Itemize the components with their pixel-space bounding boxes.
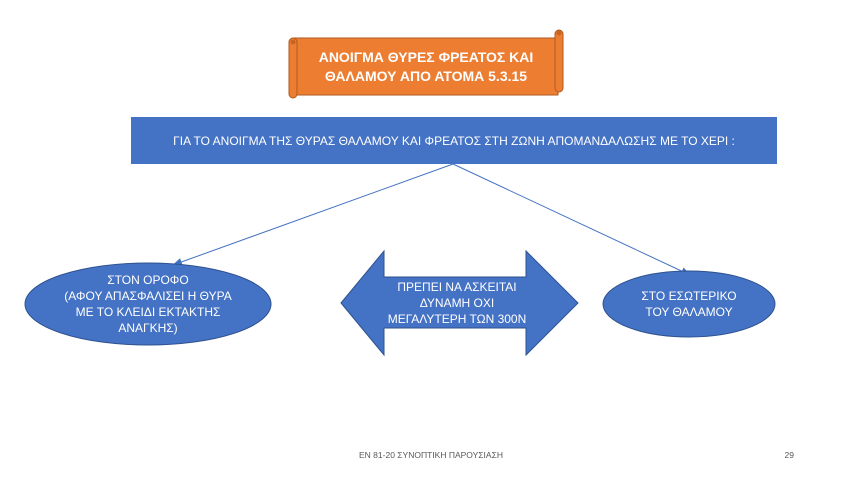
page-number: 29 [784, 450, 794, 460]
right-node-line-2: ΤΟΥ ΘΑΛΑΜΟΥ [645, 305, 733, 319]
center-node-line-2: ΔΥΝΑΜΗ ΟΧΙ [419, 296, 495, 310]
right-node-line-1: ΣΤΟ ΕΣΩΤΕΡΙΚΟ [641, 289, 737, 303]
footer-title: ΕΝ 81-20 ΣΥΝΟΠΤΙΚΗ ΠΑΡΟΥΣΙΑΣΗ [359, 450, 503, 460]
right-node-shape [602, 270, 776, 338]
center-node-text: ΠΡΕΠΕΙ ΝΑ ΑΣΚΕΙΤΑΙ ΔΥΝΑΜΗ ΟΧΙ ΜΕΓΑΛΥΤΕΡΗ… [372, 277, 542, 329]
left-node-line-2: (ΑΦΟΥ ΑΠΑΣΦΑΛΙΣΕΙ Η ΘΥΡΑ [64, 289, 232, 303]
title-line-1: ΑΝΟΙΓΜΑ ΘΥΡΕΣ ΦΡΕΑΤΟΣ ΚΑΙ [318, 49, 534, 65]
title-scroll [288, 29, 564, 99]
left-node-shape [24, 262, 272, 346]
connector-right [452, 163, 691, 276]
left-node-line-1: ΣΤΟΝ ΟΡΟΦΟ [107, 273, 189, 287]
center-node-line-1: ΠΡΕΠΕΙ ΝΑ ΑΣΚΕΙΤΑΙ [397, 280, 517, 294]
banner-text: ΓΙΑ ΤΟ ΑΝΟΙΓΜΑ ΤΗΣ ΘΥΡΑΣ ΘΑΛΑΜΟΥ ΚΑΙ ΦΡΕ… [173, 133, 735, 148]
left-node-text: ΣΤΟΝ ΟΡΟΦΟ (ΑΦΟΥ ΑΠΑΣΦΑΛΙΣΕΙ Η ΘΥΡΑ ΜΕ Τ… [30, 262, 266, 346]
title-text: ΑΝΟΙΓΜΑ ΘΥΡΕΣ ΦΡΕΑΤΟΣ ΚΑΙ ΘΑΛΑΜΟΥ ΑΠΟ ΑΤ… [300, 41, 552, 93]
right-node-text: ΣΤΟ ΕΣΩΤΕΡΙΚΟ ΤΟΥ ΘΑΛΑΜΟΥ [612, 282, 766, 326]
left-node-line-3: ΜΕ ΤΟ ΚΛΕΙΔΙ ΕΚΤΑΚΤΗΣ [75, 305, 221, 319]
left-node-line-4: ΑΝΑΓΚΗΣ) [118, 321, 178, 335]
connector-left [172, 163, 454, 266]
title-line-2: ΘΑΛΑΜΟΥ ΑΠΟ ΑΤΟΜΑ 5.3.15 [324, 68, 528, 84]
center-node-line-3: ΜΕΓΑΛΥΤΕΡΗ ΤΩΝ 300Ν [387, 312, 527, 326]
instruction-banner: ΓΙΑ ΤΟ ΑΝΟΙΓΜΑ ΤΗΣ ΘΥΡΑΣ ΘΑΛΑΜΟΥ ΚΑΙ ΦΡΕ… [131, 117, 777, 164]
center-node-shape [340, 249, 579, 357]
